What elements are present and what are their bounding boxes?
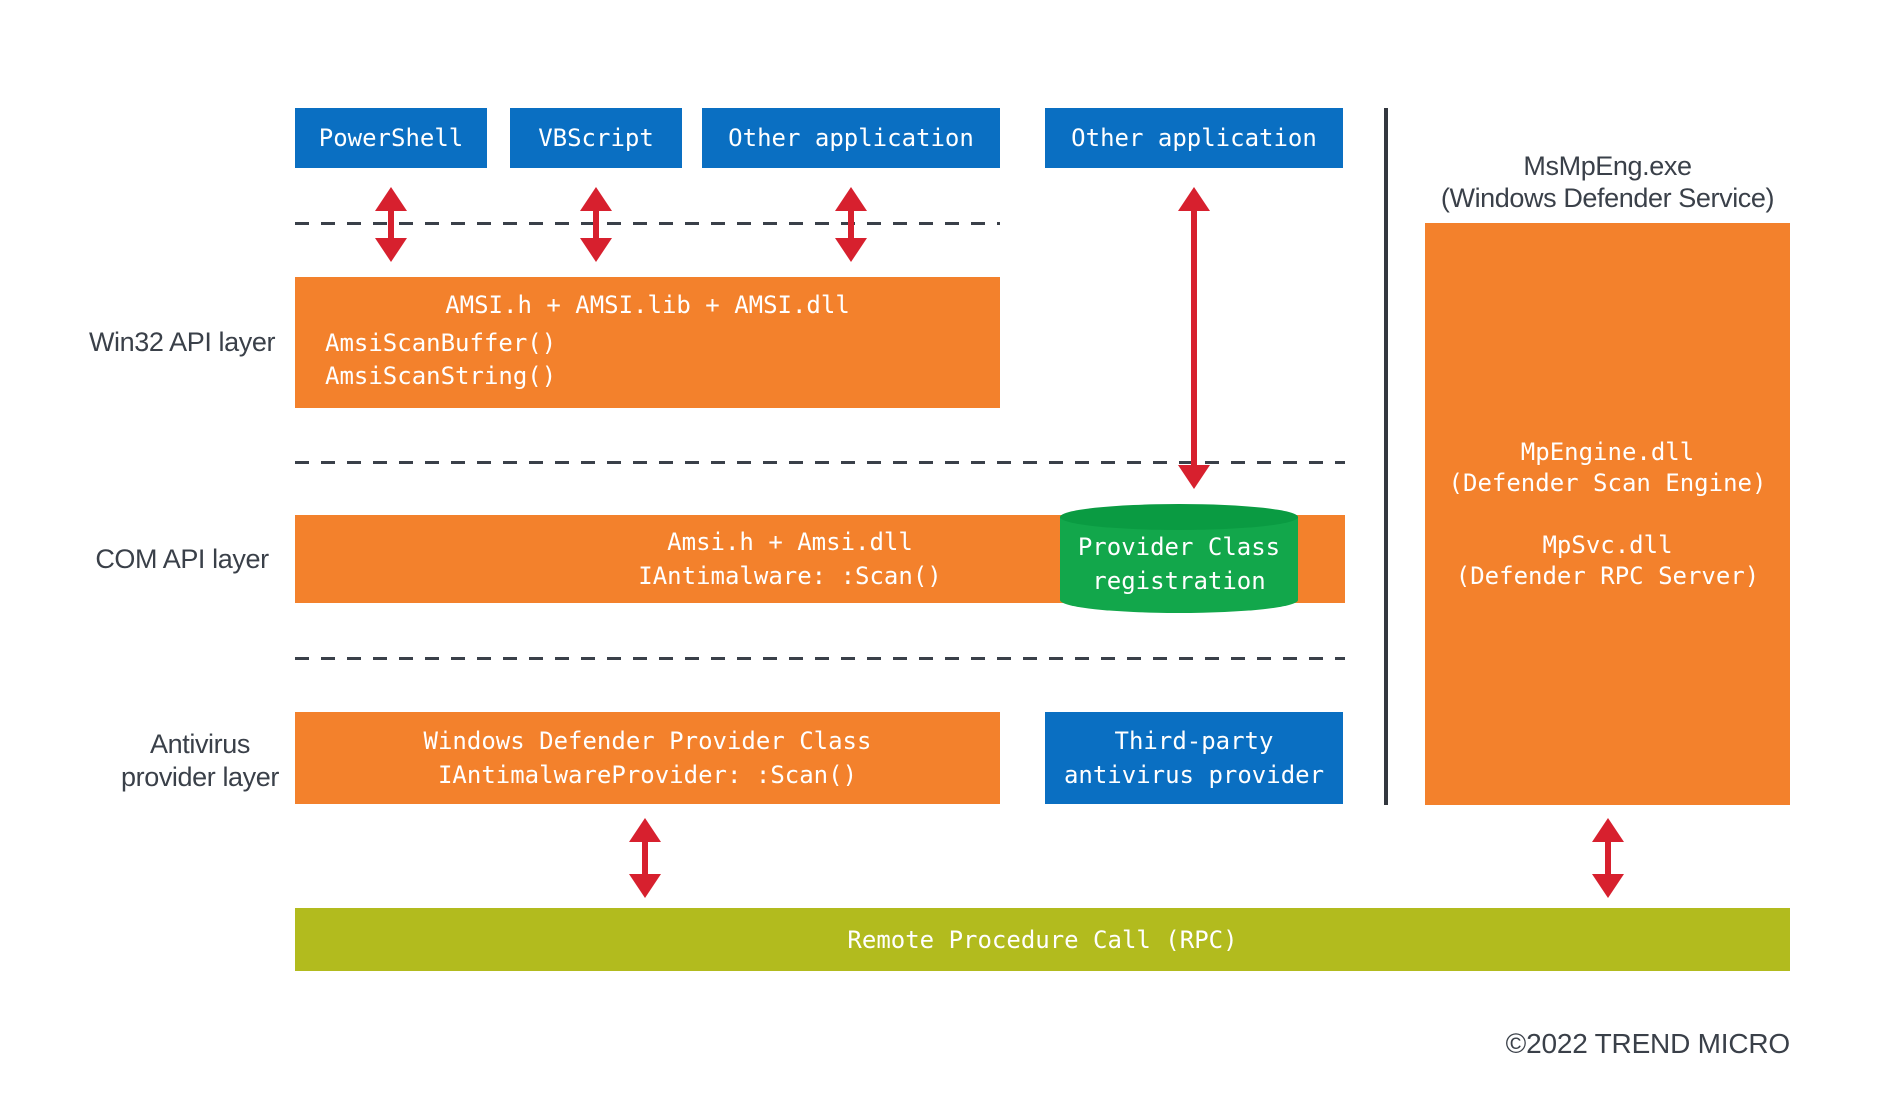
copyright-text: ©2022 TREND MICRO <box>1505 1028 1791 1059</box>
amsi-com-line1: Amsi.h + Amsi.dll <box>667 528 913 556</box>
vbscript-box: VBScript <box>510 108 682 168</box>
antivirus-label-line2: provider layer <box>121 762 279 792</box>
msmpeng-caption-line1: MsMpEng.exe <box>1523 151 1692 181</box>
antivirus-provider-layer-label: Antivirus provider layer <box>75 728 325 794</box>
other-application-label: Other application <box>728 124 974 152</box>
vbscript-amsi-arrow-icon <box>580 187 612 262</box>
other-app-amsi-arrow-icon <box>835 187 867 262</box>
other-application-box: Other application <box>702 108 1000 168</box>
provider-registration-line1: Provider Class <box>1077 533 1281 561</box>
defender-provider-line1: Windows Defender Provider Class <box>423 727 872 755</box>
third-party-line1: Third-party <box>1114 727 1274 755</box>
amsi-com-line2: IAntimalware: :Scan() <box>638 562 942 590</box>
defender-service-box: MpEngine.dll (Defender Scan Engine) MpSv… <box>1425 223 1790 805</box>
powershell-amsi-arrow-icon <box>375 187 407 262</box>
third-party-line2: antivirus provider <box>1063 761 1325 789</box>
mpsvc-label: MpSvc.dll <box>1542 530 1673 559</box>
powershell-box: PowerShell <box>295 108 487 168</box>
msmpeng-caption: MsMpEng.exe (Windows Defender Service) <box>1415 150 1800 214</box>
provider-registration-cylinder-icon <box>1060 504 1298 613</box>
other-application-com-box: Other application <box>1045 108 1343 168</box>
amsiscanbuffer-label: AmsiScanBuffer() <box>325 329 557 357</box>
other-app-registration-arrow-icon <box>1178 187 1210 489</box>
amsi-com-text: Amsi.h + Amsi.dll IAntimalware: :Scan() <box>295 515 1285 603</box>
windows-defender-provider-box: Windows Defender Provider Class IAntimal… <box>295 712 1000 804</box>
rpc-bar: Remote Procedure Call (RPC) <box>295 908 1790 971</box>
amsi-win32-box: AMSI.h + AMSI.lib + AMSI.dll AmsiScanBuf… <box>295 277 1000 408</box>
vbscript-label: VBScript <box>538 124 654 152</box>
other-application-com-label: Other application <box>1071 124 1317 152</box>
win32-api-layer-label: Win32 API layer <box>88 327 276 357</box>
powershell-label: PowerShell <box>318 124 464 152</box>
dashed-separator-middle <box>295 461 1345 464</box>
section-divider-line <box>1384 108 1388 805</box>
provider-rpc-arrow-icon <box>629 818 661 898</box>
mpsvc-sublabel: (Defender RPC Server) <box>1455 561 1760 590</box>
provider-registration-text: Provider Class registration <box>1059 530 1299 598</box>
third-party-antivirus-box: Third-party antivirus provider <box>1045 712 1343 804</box>
defender-rpc-arrow-icon <box>1592 818 1624 898</box>
amsiscanstring-label: AmsiScanString() <box>325 362 557 390</box>
mpengine-label: MpEngine.dll <box>1520 437 1695 466</box>
msmpeng-caption-line2: (Windows Defender Service) <box>1440 183 1775 213</box>
provider-registration-line2: registration <box>1092 567 1266 595</box>
dashed-separator-bottom <box>295 657 1345 660</box>
mpengine-sublabel: (Defender Scan Engine) <box>1448 468 1767 497</box>
amsi-win32-title: AMSI.h + AMSI.lib + AMSI.dll <box>445 291 850 319</box>
com-api-layer-label: COM API layer <box>95 544 269 574</box>
dashed-separator-top <box>295 222 1000 225</box>
defender-provider-line2: IAntimalwareProvider: :Scan() <box>437 761 858 789</box>
antivirus-label-line1: Antivirus <box>150 729 250 759</box>
rpc-label: Remote Procedure Call (RPC) <box>847 925 1238 954</box>
